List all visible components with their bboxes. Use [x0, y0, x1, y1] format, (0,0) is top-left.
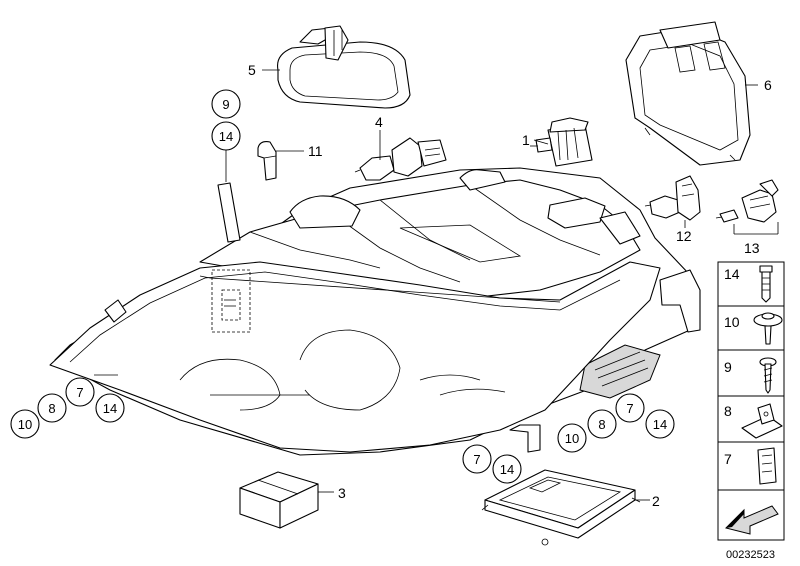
bubble-8-right: 8 — [587, 409, 617, 439]
bubble-14-left: 14 — [95, 393, 125, 423]
part-5-shroud — [277, 25, 411, 109]
bubble-7-left: 7 — [65, 377, 95, 407]
svg-text:7: 7 — [76, 385, 83, 400]
fastener-legend: 14 10 9 — [717, 261, 785, 541]
expansion-rivet-icon — [759, 265, 773, 303]
legend-number-10: 10 — [724, 314, 740, 330]
legend-row-14: 14 — [717, 261, 785, 307]
callout-11: 11 — [308, 143, 323, 159]
bubble-10-right: 10 — [557, 423, 587, 453]
bubble-14-right: 14 — [645, 409, 675, 439]
svg-text:9: 9 — [222, 97, 229, 112]
legend-number-9: 9 — [724, 359, 732, 375]
arrow-icon — [725, 505, 779, 535]
svg-text:14: 14 — [103, 401, 117, 416]
bubble-14-bottom: 14 — [492, 454, 522, 484]
legend-number-8: 8 — [724, 403, 732, 419]
svg-text:7: 7 — [473, 452, 480, 467]
callout-1: 1 — [522, 132, 530, 148]
svg-text:7: 7 — [626, 401, 633, 416]
callout-13: 13 — [744, 240, 760, 256]
part-4-bulb — [354, 137, 447, 181]
bubble-8-left: 8 — [37, 393, 67, 423]
part-6-cover — [625, 21, 751, 166]
spring-clip-icon — [757, 447, 777, 485]
legend-row-9: 9 — [717, 349, 785, 397]
part-12-bulb — [644, 175, 701, 221]
callout-4: 4 — [375, 114, 383, 130]
part-11-cap — [257, 141, 277, 181]
callout-labels: 5 6 1 4 11 12 13 2 3 — [248, 62, 772, 509]
reference-number: 00232523 — [726, 549, 775, 561]
svg-text:10: 10 — [18, 417, 32, 432]
circled-callouts: 9 14 7 8 10 14 7 8 10 14 7 14 — [10, 89, 675, 484]
washer-screw-icon — [753, 312, 783, 345]
bubble-9: 9 — [211, 89, 241, 119]
bubble-14-top: 14 — [211, 121, 241, 151]
svg-text:14: 14 — [653, 417, 667, 432]
part-1-xenon-bulb — [530, 117, 593, 167]
legend-number-7: 7 — [724, 451, 732, 467]
svg-text:8: 8 — [48, 401, 55, 416]
legend-row-10: 10 — [717, 305, 785, 351]
legend-row-8: 8 — [717, 395, 785, 443]
part-3-pad — [239, 471, 319, 529]
callout-6: 6 — [764, 77, 772, 93]
legend-row-7: 7 — [717, 441, 785, 491]
svg-text:8: 8 — [598, 417, 605, 432]
clip-nut-icon — [741, 403, 783, 439]
bubble-7-right: 7 — [615, 393, 645, 423]
callout-5: 5 — [248, 62, 256, 78]
legend-row-arrow — [717, 489, 785, 541]
part-13-socket — [715, 179, 779, 223]
svg-text:14: 14 — [219, 129, 233, 144]
leader-lines — [94, 69, 779, 501]
callout-3: 3 — [338, 485, 346, 501]
callout-2: 2 — [652, 493, 660, 509]
svg-text:14: 14 — [500, 462, 514, 477]
legend-number-14: 14 — [724, 266, 740, 282]
callout-12: 12 — [676, 228, 692, 244]
svg-text:10: 10 — [565, 431, 579, 446]
bubble-10-left: 10 — [10, 409, 40, 439]
headlight-housing — [49, 167, 701, 456]
bubble-7-bottom: 7 — [462, 444, 492, 474]
tapping-screw-icon — [759, 357, 777, 394]
